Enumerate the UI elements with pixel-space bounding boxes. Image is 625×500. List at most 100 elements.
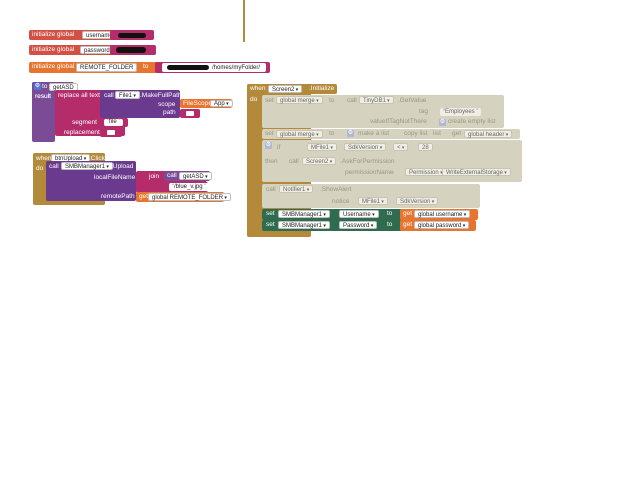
- initialize-event-label: .Initialize: [309, 85, 335, 92]
- get-label: get: [403, 210, 413, 217]
- redacted-password: [116, 47, 146, 53]
- event-label: .Click: [89, 155, 105, 162]
- permission-component-dropdown[interactable]: Permission: [405, 168, 447, 176]
- tinydb-dropdown[interactable]: TinyDB1: [359, 96, 394, 104]
- password-property-dropdown[interactable]: Password: [339, 221, 378, 229]
- mfile2-dropdown[interactable]: MFile1: [358, 197, 388, 205]
- filename-text-block[interactable]: /blue_v.jpg: [164, 182, 210, 192]
- do-label: do: [250, 96, 258, 103]
- filescope-dropdown[interactable]: App: [210, 100, 233, 107]
- proc-dropdown[interactable]: getASD: [179, 172, 212, 180]
- mfile-dropdown[interactable]: MFile1: [307, 143, 337, 151]
- init-global-remote-folder-block[interactable]: initialize global REMOTE_FOLDER to: [29, 62, 157, 73]
- replacement-label: replacement: [64, 129, 100, 136]
- init-global-password-block[interactable]: initialize global password to: [29, 45, 134, 55]
- makefullpath-block[interactable]: call File1 .MakeFullPath scope path: [100, 90, 182, 118]
- password-var-dropdown[interactable]: global password: [414, 221, 470, 229]
- to-label: to: [329, 97, 335, 104]
- set-smb-password-block[interactable]: set SMBManager1 Password to: [262, 220, 402, 231]
- path-label: path: [163, 109, 176, 116]
- tag-label: tag: [419, 108, 429, 115]
- do-label: do: [36, 165, 44, 172]
- permission-value-dropdown[interactable]: WriteExternalStorage: [442, 168, 511, 176]
- notifier-dropdown[interactable]: Notifier1: [279, 185, 314, 193]
- scope-label: scope: [158, 101, 176, 108]
- make-list-label: make a list: [358, 130, 390, 137]
- gear-icon[interactable]: ⚙: [347, 130, 354, 137]
- list-label: list: [433, 130, 441, 137]
- filescope-block[interactable]: FileScope App: [180, 99, 233, 108]
- get-global-username-block[interactable]: get global username: [400, 209, 478, 220]
- set-merge-getvalue-block[interactable]: set global merge to call TinyDB1 .GetVal…: [262, 95, 504, 128]
- username-property-dropdown[interactable]: Username: [339, 210, 379, 218]
- set-merge-makelist-block[interactable]: set global merge to ⚙ make a list copy l…: [262, 129, 520, 139]
- var-name-field[interactable]: password: [80, 46, 114, 54]
- remote-folder-text-block[interactable]: /homes/myFolder/: [155, 62, 270, 73]
- call-label: call: [167, 172, 177, 179]
- redacted-username: [118, 33, 146, 38]
- init-global-username-block[interactable]: initialize global username to: [29, 30, 131, 40]
- filename-text-field[interactable]: /blue_v.jpg: [169, 183, 210, 191]
- call-getasd-block[interactable]: call getASD: [164, 171, 212, 181]
- empty-text-field[interactable]: [186, 111, 194, 116]
- path-text-block[interactable]: [180, 109, 200, 118]
- proc-to-label-2: to: [42, 83, 48, 90]
- replacement-text-block[interactable]: [100, 128, 122, 137]
- tag-text-field[interactable]: Employees: [440, 108, 482, 116]
- call-label: call: [266, 186, 276, 193]
- screen2-event-header: when Screen2 .Initialize: [247, 84, 337, 94]
- notifier-showalert-block[interactable]: call Notifier1 .ShowAlert notice MFile1 …: [262, 184, 480, 208]
- getvalue-label: .GetValue: [398, 97, 427, 104]
- set-label: set: [265, 130, 274, 137]
- segment-text-field[interactable]: file: [104, 119, 124, 126]
- call-label: call: [347, 97, 357, 104]
- component-dropdown[interactable]: File1: [115, 91, 140, 99]
- password-text-block[interactable]: [110, 45, 156, 55]
- sdk2-dropdown[interactable]: SdkVersion: [396, 197, 439, 205]
- set-label: set: [266, 221, 275, 228]
- sdk-dropdown[interactable]: SdkVersion: [344, 143, 387, 151]
- smb-component-dropdown[interactable]: SMBManager1: [278, 221, 330, 229]
- gear-icon[interactable]: ⚙: [34, 83, 41, 90]
- filescope-label: FileScope: [183, 100, 212, 107]
- redacted-host: [167, 65, 209, 70]
- proc-result-label: result: [35, 93, 51, 100]
- if-sdk-block[interactable]: ⚙ if MFile1 SdkVersion < 28 then call Sc…: [262, 140, 522, 182]
- merge-var-dropdown[interactable]: global merge: [276, 96, 323, 104]
- remote-folder-suffix: /homes/myFolder/: [212, 65, 261, 71]
- join-label: join: [149, 173, 160, 180]
- smb-component-dropdown[interactable]: SMBManager1: [61, 162, 113, 170]
- username-var-dropdown[interactable]: global username: [414, 210, 471, 218]
- segment-text-block[interactable]: file: [100, 118, 128, 127]
- empty-text-field[interactable]: [107, 130, 115, 135]
- get-remote-folder-block[interactable]: get global REMOTE_FOLDER: [136, 192, 231, 202]
- notice-label: notice: [332, 198, 350, 205]
- proc-result-label-2: result: [35, 93, 51, 100]
- value-if-label: valueIfTagNotThere: [370, 118, 427, 125]
- replace-all-label: replace all text: [58, 92, 100, 99]
- to-label: to: [143, 63, 149, 70]
- segment-label: segment: [72, 119, 97, 126]
- screen-dropdown[interactable]: Screen2: [302, 157, 337, 165]
- gear-icon[interactable]: ⚙: [439, 119, 446, 126]
- remote-var-dropdown[interactable]: global REMOTE_FOLDER: [148, 193, 231, 201]
- get-label: get: [403, 221, 413, 228]
- remotepath-label: remotePath: [101, 193, 135, 200]
- create-empty-list-label: create empty list: [448, 118, 496, 125]
- merge-var-dropdown[interactable]: global merge: [276, 130, 323, 138]
- set-label: set: [265, 97, 274, 104]
- number-field[interactable]: 28: [418, 143, 433, 151]
- username-text-block[interactable]: [110, 30, 154, 40]
- compare-operator-dropdown[interactable]: <: [393, 143, 409, 151]
- get-global-password-block[interactable]: get global password: [400, 220, 476, 231]
- smb-upload-block[interactable]: call SMBManager1 .Upload localFileName r…: [46, 161, 136, 201]
- smb-component-dropdown[interactable]: SMBManager1: [278, 210, 330, 218]
- var-name-field[interactable]: REMOTE_FOLDER: [76, 63, 138, 72]
- gear-icon[interactable]: ⚙: [265, 142, 272, 149]
- screen-component-dropdown[interactable]: Screen2: [268, 85, 303, 93]
- header-var-dropdown[interactable]: global header: [464, 130, 513, 138]
- upload-method-label: .Upload: [111, 163, 134, 170]
- set-smb-username-block[interactable]: set SMBManager1 Username to: [262, 209, 402, 220]
- call-label: call: [49, 163, 59, 170]
- permission-name-label: permissionName: [345, 169, 394, 176]
